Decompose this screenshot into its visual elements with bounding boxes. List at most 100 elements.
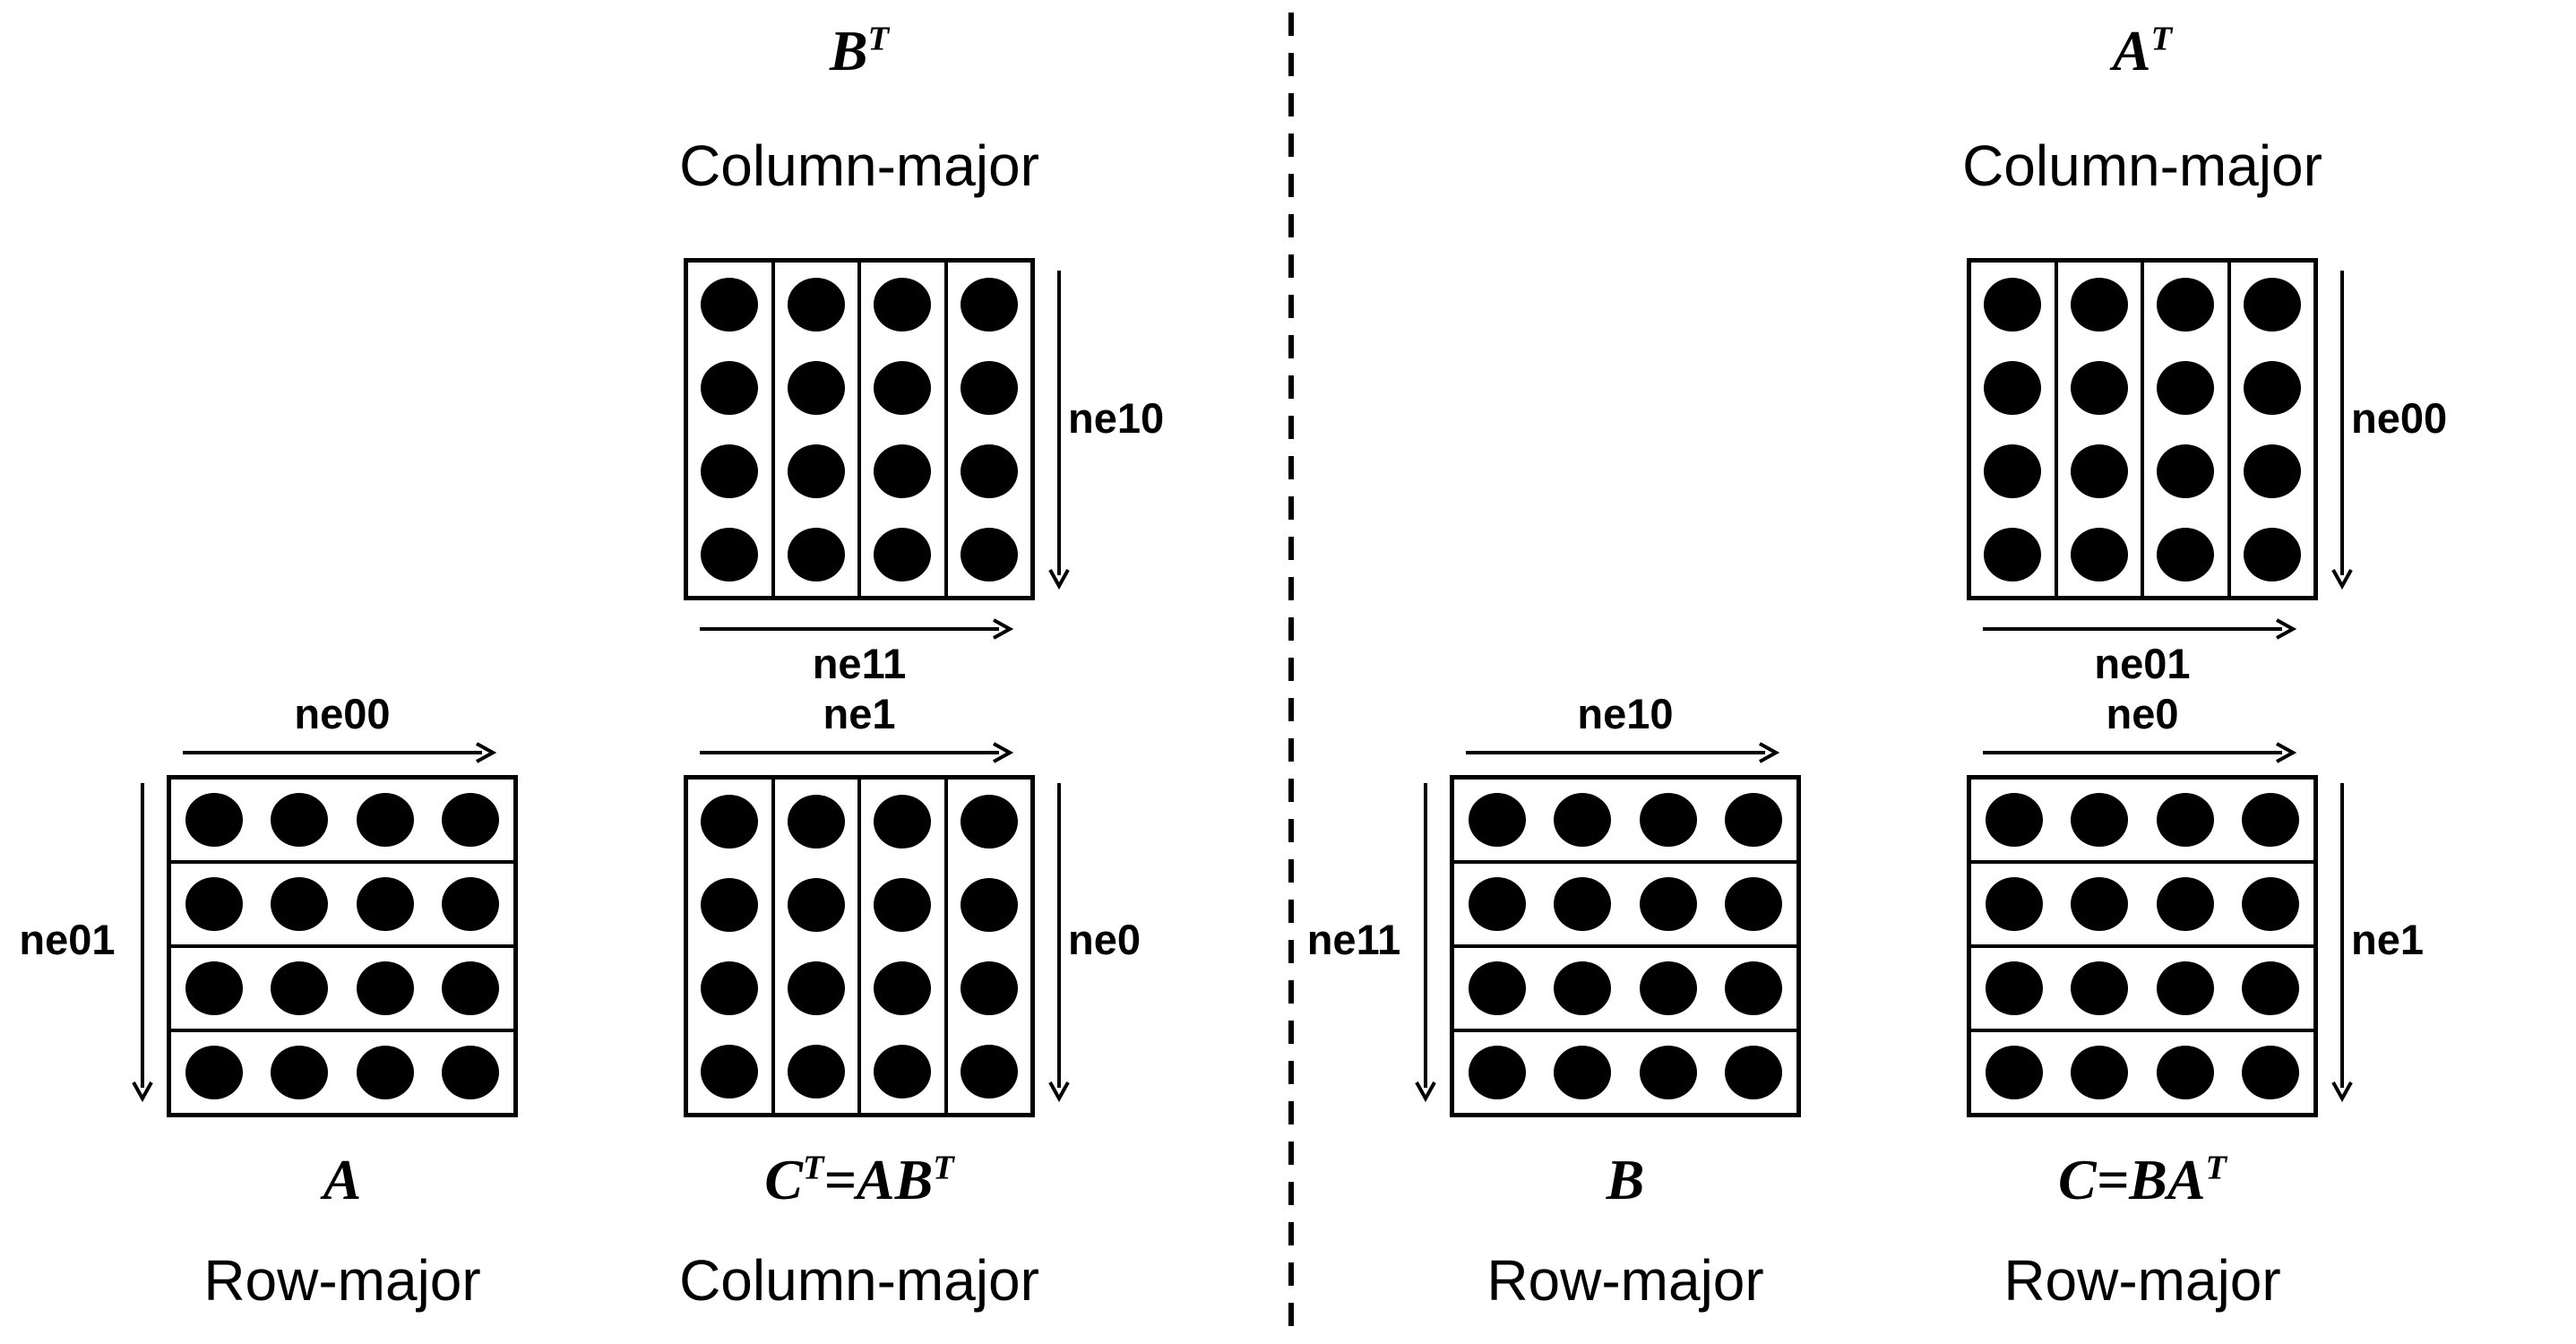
matrix-bt-grid bbox=[684, 258, 1035, 600]
matrix-ct-storage-label: Column-major bbox=[679, 1248, 1039, 1313]
matrix-element-dot bbox=[1639, 961, 1697, 1015]
matrix-element-dot bbox=[442, 1046, 500, 1099]
matrix-bt-title-base: B bbox=[829, 19, 868, 82]
matrix-element-dot bbox=[787, 961, 845, 1015]
matrix-element-dot bbox=[185, 961, 243, 1015]
matrix-element-dot bbox=[701, 794, 759, 849]
matrix-element-dot bbox=[1639, 877, 1697, 931]
matrix-element-dot bbox=[2071, 793, 2129, 847]
matrix-b-title-base: B bbox=[1606, 1148, 1645, 1211]
matrix-element-dot bbox=[2242, 877, 2300, 931]
matrix-element-dot bbox=[1725, 793, 1783, 847]
matrix-b-grid bbox=[1450, 775, 1801, 1117]
matrix-element-dot bbox=[960, 277, 1018, 332]
matrix-element-dot bbox=[1984, 277, 2042, 332]
matrix-at-title-sup: T bbox=[2150, 20, 2173, 58]
matrix-element-dot bbox=[1554, 793, 1612, 847]
matrix-element-dot bbox=[701, 1044, 759, 1098]
matrix-a-title: A bbox=[167, 1148, 518, 1211]
matrix-c-title: C=BAT bbox=[1967, 1148, 2318, 1211]
matrix-row-strip bbox=[1454, 948, 1796, 1032]
matrix-element-dot bbox=[2243, 444, 2301, 498]
down-arrow-icon bbox=[132, 783, 153, 1102]
matrix-element-dot bbox=[874, 360, 932, 415]
matrix-element-dot bbox=[701, 877, 759, 932]
matrix-column-strip bbox=[775, 263, 861, 596]
matrix-row-strip bbox=[1971, 948, 2313, 1032]
matrix-element-dot bbox=[787, 444, 845, 498]
matrix-column-strip bbox=[948, 780, 1031, 1113]
matrix-element-dot bbox=[1468, 1046, 1526, 1099]
matrix-element-dot bbox=[960, 444, 1018, 498]
matrix-element-dot bbox=[2156, 1046, 2214, 1099]
dim-label-a-top: ne00 bbox=[294, 690, 391, 737]
matrix-element-dot bbox=[1984, 444, 2042, 498]
matrix-element-dot bbox=[356, 1046, 414, 1099]
dim-label-at-right: ne00 bbox=[2351, 394, 2448, 442]
dim-label-b-top: ne10 bbox=[1577, 690, 1674, 737]
matrix-element-dot bbox=[701, 360, 759, 415]
matrix-element-dot bbox=[2243, 277, 2301, 332]
matrix-bt-title-sup: T bbox=[867, 20, 890, 58]
right-arrow-icon bbox=[1983, 618, 2296, 640]
matrix-element-dot bbox=[2243, 527, 2301, 582]
matrix-element-dot bbox=[356, 877, 414, 931]
matrix-element-dot bbox=[701, 277, 759, 332]
matrix-ct-title-sup2: T bbox=[933, 1149, 954, 1187]
matrix-a-grid bbox=[167, 775, 518, 1117]
matrix-element-dot bbox=[2071, 961, 2129, 1015]
matrix-element-dot bbox=[874, 1044, 932, 1098]
matrix-element-dot bbox=[960, 527, 1018, 582]
right-arrow-icon bbox=[183, 742, 496, 763]
matrix-row-strip bbox=[1971, 1032, 2313, 1113]
matrix-element-dot bbox=[2070, 277, 2128, 332]
matrix-bt-title: BT bbox=[684, 19, 1035, 82]
matrix-element-dot bbox=[1985, 877, 2043, 931]
dim-label-at-bottom: ne01 bbox=[2094, 640, 2191, 687]
matrix-element-dot bbox=[1468, 961, 1526, 1015]
down-arrow-icon bbox=[2331, 783, 2353, 1102]
matrix-element-dot bbox=[2156, 793, 2214, 847]
matrix-element-dot bbox=[874, 877, 932, 932]
matrix-element-dot bbox=[2242, 961, 2300, 1015]
matrix-row-strip bbox=[1454, 864, 1796, 948]
matrix-element-dot bbox=[1985, 961, 2043, 1015]
matrix-ct-title-sup1: T bbox=[802, 1149, 824, 1187]
matrix-element-dot bbox=[701, 444, 759, 498]
matrix-element-dot bbox=[2242, 1046, 2300, 1099]
dim-label-a-left: ne01 bbox=[19, 916, 116, 963]
matrix-column-strip bbox=[688, 780, 775, 1113]
matrix-element-dot bbox=[2156, 877, 2214, 931]
matrix-element-dot bbox=[1725, 961, 1783, 1015]
matrix-element-dot bbox=[1725, 1046, 1783, 1099]
dim-label-c-top: ne0 bbox=[2106, 690, 2179, 737]
matrix-element-dot bbox=[2156, 961, 2214, 1015]
matrix-at-title-base: A bbox=[2112, 19, 2151, 82]
matrix-at-grid bbox=[1967, 258, 2318, 600]
matrix-element-dot bbox=[185, 793, 243, 847]
matrix-row-strip bbox=[171, 864, 513, 948]
matrix-element-dot bbox=[442, 961, 500, 1015]
matrix-row-strip bbox=[171, 1032, 513, 1113]
right-arrow-icon bbox=[700, 618, 1013, 640]
right-arrow-icon bbox=[1466, 742, 1779, 763]
dim-label-bt-bottom: ne11 bbox=[812, 640, 907, 687]
matrix-element-dot bbox=[271, 1046, 329, 1099]
matrix-element-dot bbox=[356, 793, 414, 847]
matrix-row-strip bbox=[1971, 780, 2313, 864]
matrix-element-dot bbox=[2242, 793, 2300, 847]
matrix-element-dot bbox=[874, 961, 932, 1015]
matrix-element-dot bbox=[271, 793, 329, 847]
down-arrow-icon bbox=[1048, 783, 1070, 1102]
matrix-ct-title: CT=ABT bbox=[684, 1148, 1035, 1211]
matrix-element-dot bbox=[1725, 877, 1783, 931]
down-arrow-icon bbox=[1415, 783, 1436, 1102]
matrix-element-dot bbox=[2070, 360, 2128, 415]
matrix-element-dot bbox=[442, 877, 500, 931]
matrix-element-dot bbox=[787, 794, 845, 849]
matrix-b-storage-label: Row-major bbox=[1486, 1248, 1764, 1313]
matrix-element-dot bbox=[442, 793, 500, 847]
matrix-element-dot bbox=[787, 277, 845, 332]
matrix-ct-title-base: C bbox=[764, 1148, 803, 1211]
